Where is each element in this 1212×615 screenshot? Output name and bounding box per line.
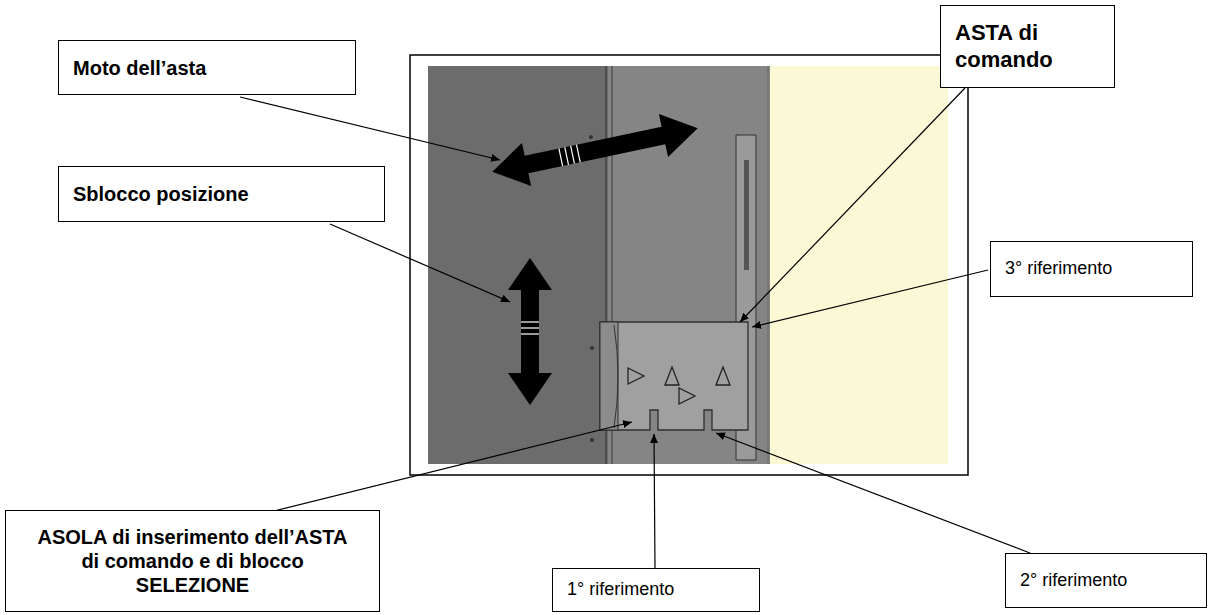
callout-text: 1° riferimento [567, 579, 745, 601]
reference-box: 1° riferimento [552, 568, 760, 612]
triangle-mark [716, 367, 730, 385]
motion-arrow [488, 107, 703, 194]
triangle-mark [628, 368, 644, 384]
leader-lines [240, 88, 1030, 568]
callout-text: Sblocco posizione [73, 182, 370, 206]
callout-text: Moto dell’asta [73, 56, 341, 80]
unlock-arrow [508, 258, 552, 405]
callout-text: ASOLA di inserimento dell’ASTA di comand… [28, 525, 357, 597]
callout-text: 3° riferimento [1005, 258, 1178, 280]
triangle-mark [665, 367, 679, 385]
reference-box: 2° riferimento [1005, 553, 1207, 608]
callout-box: Moto dell’asta [58, 40, 356, 95]
door-panel [428, 66, 608, 464]
callout-text: 2° riferimento [1020, 570, 1192, 592]
side-band [770, 66, 948, 464]
control-rod [600, 322, 748, 430]
callout-box: Sblocco posizione [58, 166, 385, 222]
reference-box: 3° riferimento [990, 241, 1193, 297]
callout-text: ASTA di comando [955, 20, 1100, 73]
callout-box: ASOLA di inserimento dell’ASTA di comand… [5, 510, 380, 612]
frame [410, 55, 968, 475]
callout-box: ASTA di comando [940, 5, 1115, 88]
triangle-mark [679, 388, 695, 404]
